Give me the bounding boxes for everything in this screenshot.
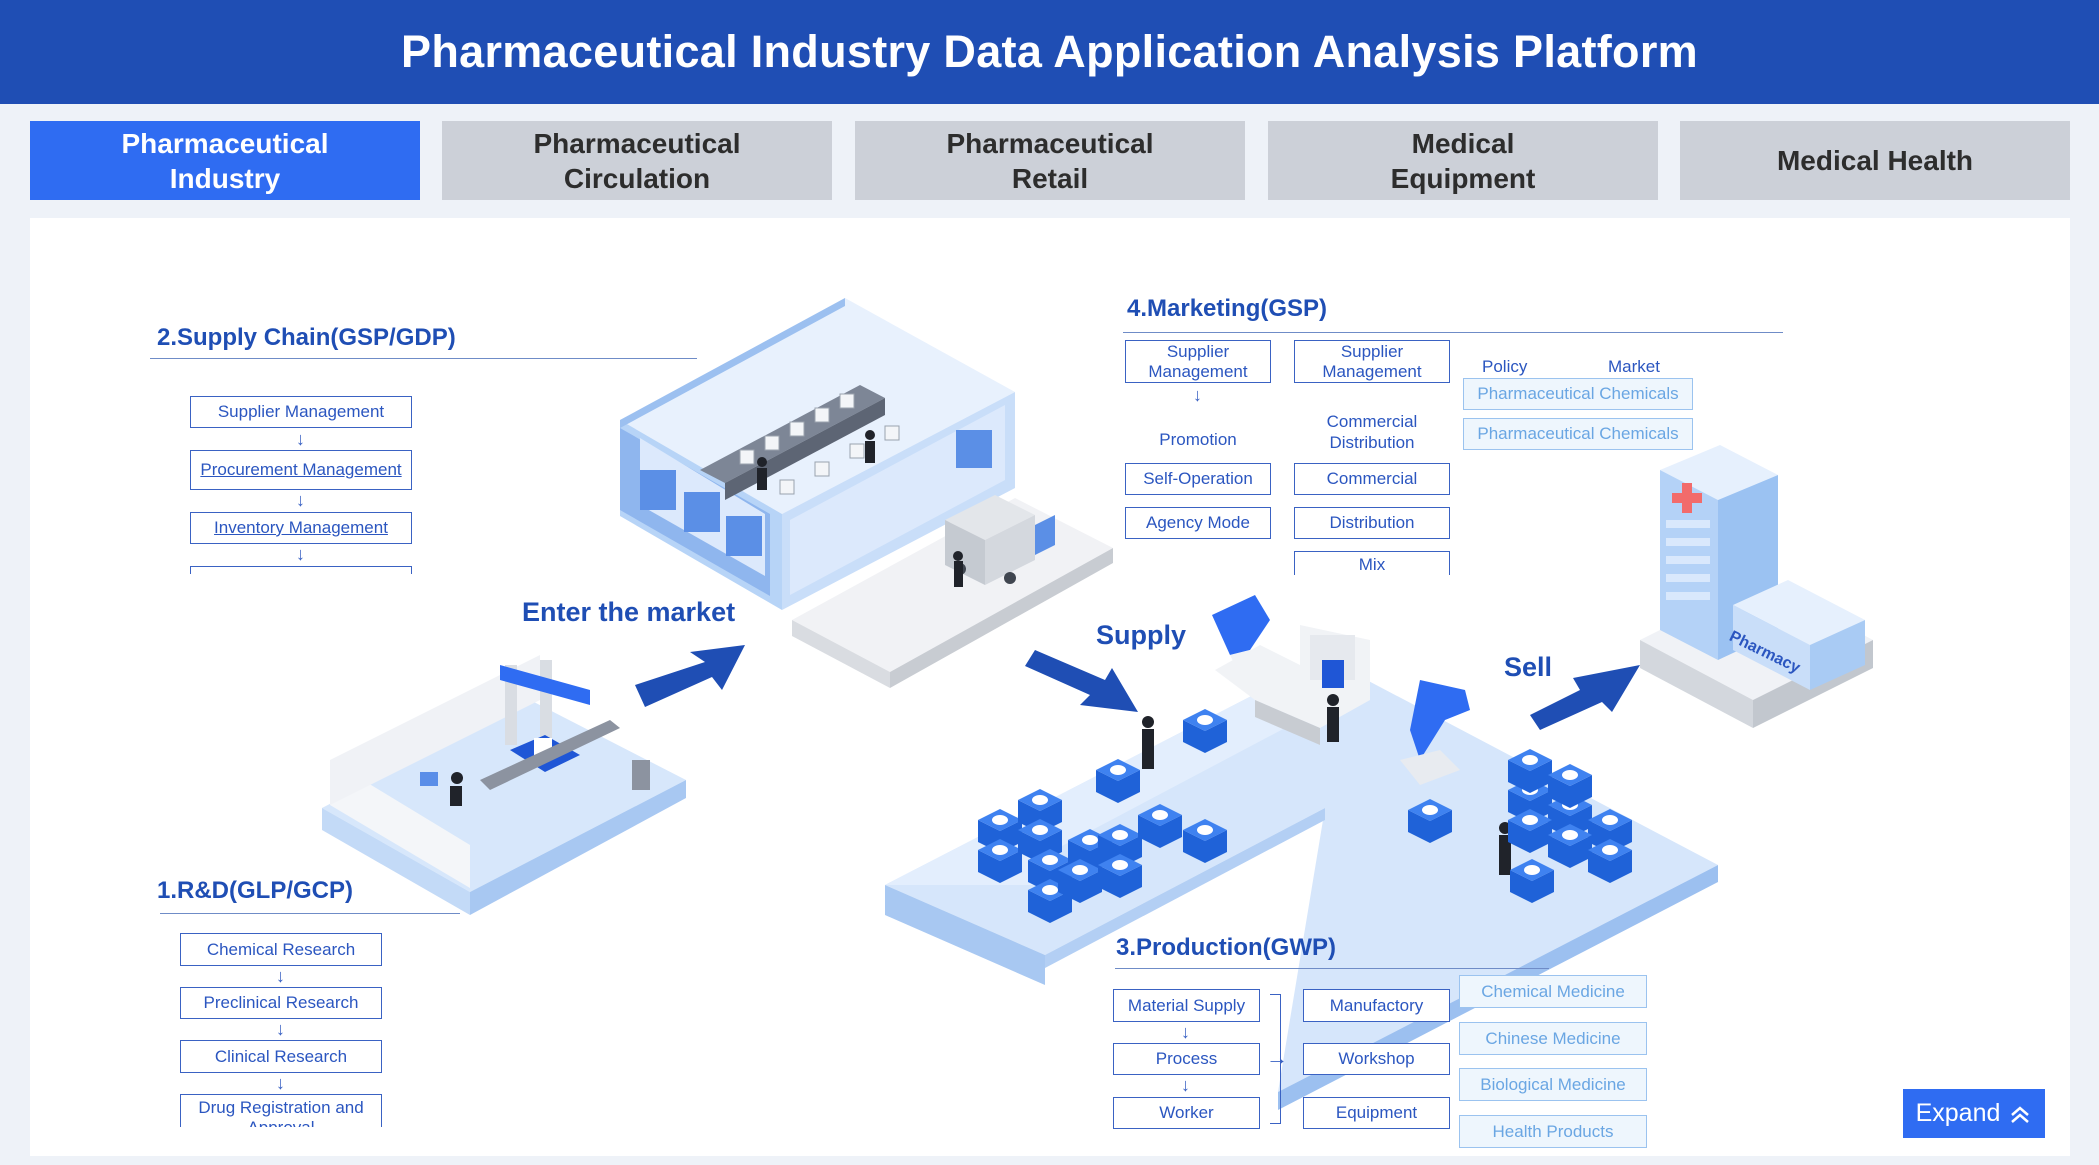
marketing-commercial-distribution-label: Commercial Distribution bbox=[1326, 412, 1418, 452]
production-process[interactable]: Process bbox=[1113, 1043, 1260, 1075]
production-worker[interactable]: Worker bbox=[1113, 1097, 1260, 1129]
arrow-down-icon: ↓ bbox=[1181, 1022, 1190, 1042]
marketing-promotion-label: Promotion bbox=[1159, 430, 1237, 449]
drum bbox=[1098, 854, 1142, 898]
tab-pharmaceutical-circulation[interactable]: Pharmaceutical Circulation bbox=[442, 121, 832, 200]
arrow-down-icon: ↓ bbox=[1181, 1075, 1190, 1095]
warehouse bbox=[620, 298, 1113, 688]
tab-label: Medical Health bbox=[1776, 145, 1974, 176]
marketing-supplier-management-2[interactable]: Supplier Management bbox=[1294, 340, 1450, 383]
production-chemical-medicine[interactable]: Chemical Medicine bbox=[1459, 975, 1647, 1008]
drum bbox=[1138, 804, 1182, 848]
arrow-right-icon: → bbox=[1266, 1045, 1288, 1070]
supply-step-procurement-management[interactable]: Procurement Management bbox=[190, 450, 412, 490]
arrow-supply bbox=[1025, 650, 1138, 712]
expand-label: Expand bbox=[1915, 1099, 2001, 1127]
drum bbox=[1548, 764, 1592, 808]
arrow-down-icon: ↓ bbox=[276, 966, 285, 986]
production-chinese-medicine[interactable]: Chinese Medicine bbox=[1459, 1022, 1647, 1055]
marketing-policy-label: Policy bbox=[1482, 357, 1528, 376]
drum bbox=[1096, 759, 1140, 803]
marketing-supplier-management-1[interactable]: Supplier Management bbox=[1125, 340, 1271, 383]
production-health-products[interactable]: Health Products bbox=[1459, 1115, 1647, 1148]
rnd-step-clinical-research[interactable]: Clinical Research bbox=[180, 1040, 382, 1073]
tab-medical-equipment[interactable]: Medical Equipment bbox=[1268, 121, 1658, 200]
supply-step-truncated[interactable] bbox=[190, 566, 412, 574]
rnd-step-preclinical-research[interactable]: Preclinical Research bbox=[180, 987, 382, 1019]
tab-medical-health[interactable]: Medical Health bbox=[1680, 121, 2070, 200]
arrow-down-icon: ↓ bbox=[296, 490, 305, 510]
drum bbox=[1058, 859, 1102, 903]
marketing-mix[interactable]: Mix bbox=[1294, 551, 1450, 575]
supply-chain-title: 2.Supply Chain(GSP/GDP) bbox=[157, 324, 456, 351]
drum bbox=[978, 839, 1022, 883]
drum bbox=[1508, 749, 1552, 793]
drum bbox=[1408, 799, 1452, 843]
rnd-step-chemical-research[interactable]: Chemical Research bbox=[180, 933, 382, 966]
rnd-step-drug-registration[interactable]: Drug Registration and Approval bbox=[180, 1094, 382, 1127]
marketing-title: 4.Marketing(GSP) bbox=[1127, 295, 1328, 322]
arrow-down-icon: ↓ bbox=[296, 429, 305, 449]
tab-label: Pharmaceutical Retail bbox=[946, 127, 1154, 194]
production-workshop[interactable]: Workshop bbox=[1303, 1043, 1450, 1075]
supply-step-supplier-management[interactable]: Supplier Management bbox=[190, 396, 412, 428]
production-rule bbox=[1115, 968, 1549, 969]
production-machines bbox=[1142, 595, 1511, 875]
marketing-market-label: Market bbox=[1608, 357, 1660, 376]
production-biological-medicine[interactable]: Biological Medicine bbox=[1459, 1068, 1647, 1101]
tab-pharmaceutical-retail[interactable]: Pharmaceutical Retail bbox=[855, 121, 1245, 200]
supply-chain-rule bbox=[150, 358, 697, 359]
flow-label-supply: Supply bbox=[1096, 620, 1187, 650]
drum bbox=[1548, 824, 1592, 868]
marketing-self-operation[interactable]: Self-Operation bbox=[1125, 463, 1271, 495]
tab-pharmaceutical-industry[interactable]: Pharmaceutical Industry bbox=[30, 121, 420, 200]
drum bbox=[1510, 859, 1554, 903]
drum bbox=[1508, 809, 1552, 853]
expand-button[interactable]: Expand bbox=[1903, 1089, 2045, 1138]
supply-step-inventory-management[interactable]: Inventory Management bbox=[190, 512, 412, 544]
rnd-rule bbox=[160, 913, 460, 914]
drum bbox=[1183, 709, 1227, 753]
production-bracket bbox=[1270, 994, 1281, 1124]
marketing-commercial[interactable]: Commercial bbox=[1294, 463, 1450, 495]
arrow-down-icon: ↓ bbox=[296, 544, 305, 564]
category-tabs: Pharmaceutical Industry Pharmaceutical C… bbox=[30, 121, 2070, 200]
production-manufactory[interactable]: Manufactory bbox=[1303, 989, 1450, 1022]
marketing-distribution[interactable]: Distribution bbox=[1294, 507, 1450, 539]
arrow-down-icon: ↓ bbox=[276, 1019, 285, 1039]
marketing-agency-mode[interactable]: Agency Mode bbox=[1125, 507, 1271, 539]
arrow-down-icon: ↓ bbox=[276, 1073, 285, 1093]
arrow-enter-market bbox=[635, 645, 745, 707]
tab-label: Pharmaceutical Industry bbox=[121, 127, 329, 194]
marketing-pharmaceutical-chemicals-1[interactable]: Pharmaceutical Chemicals bbox=[1463, 378, 1693, 410]
rnd-lab bbox=[322, 655, 686, 915]
arrow-sell bbox=[1530, 665, 1640, 730]
flow-label-enter-market: Enter the market bbox=[522, 597, 736, 627]
double-chevron-up-icon bbox=[2011, 1105, 2030, 1123]
rnd-title: 1.R&D(GLP/GCP) bbox=[157, 877, 354, 904]
drum bbox=[1183, 819, 1227, 863]
marketing-pharmaceutical-chemicals-2[interactable]: Pharmaceutical Chemicals bbox=[1463, 418, 1693, 450]
drum bbox=[1018, 819, 1062, 863]
production-equipment[interactable]: Equipment bbox=[1303, 1097, 1450, 1129]
arrow-down-icon: ↓ bbox=[1193, 385, 1202, 405]
production-material-supply[interactable]: Material Supply bbox=[1113, 989, 1260, 1022]
pharmacy-building bbox=[1640, 445, 1873, 728]
production-title: 3.Production(GWP) bbox=[1116, 934, 1336, 961]
tab-label: Medical Equipment bbox=[1390, 127, 1536, 194]
flow-label-sell: Sell bbox=[1504, 652, 1553, 682]
page-title: Pharmaceutical Industry Data Application… bbox=[0, 0, 2099, 104]
marketing-rule bbox=[1123, 332, 1783, 333]
tab-label: Pharmaceutical Circulation bbox=[533, 127, 741, 194]
drum bbox=[1588, 839, 1632, 883]
drum-clusters bbox=[978, 709, 1632, 923]
